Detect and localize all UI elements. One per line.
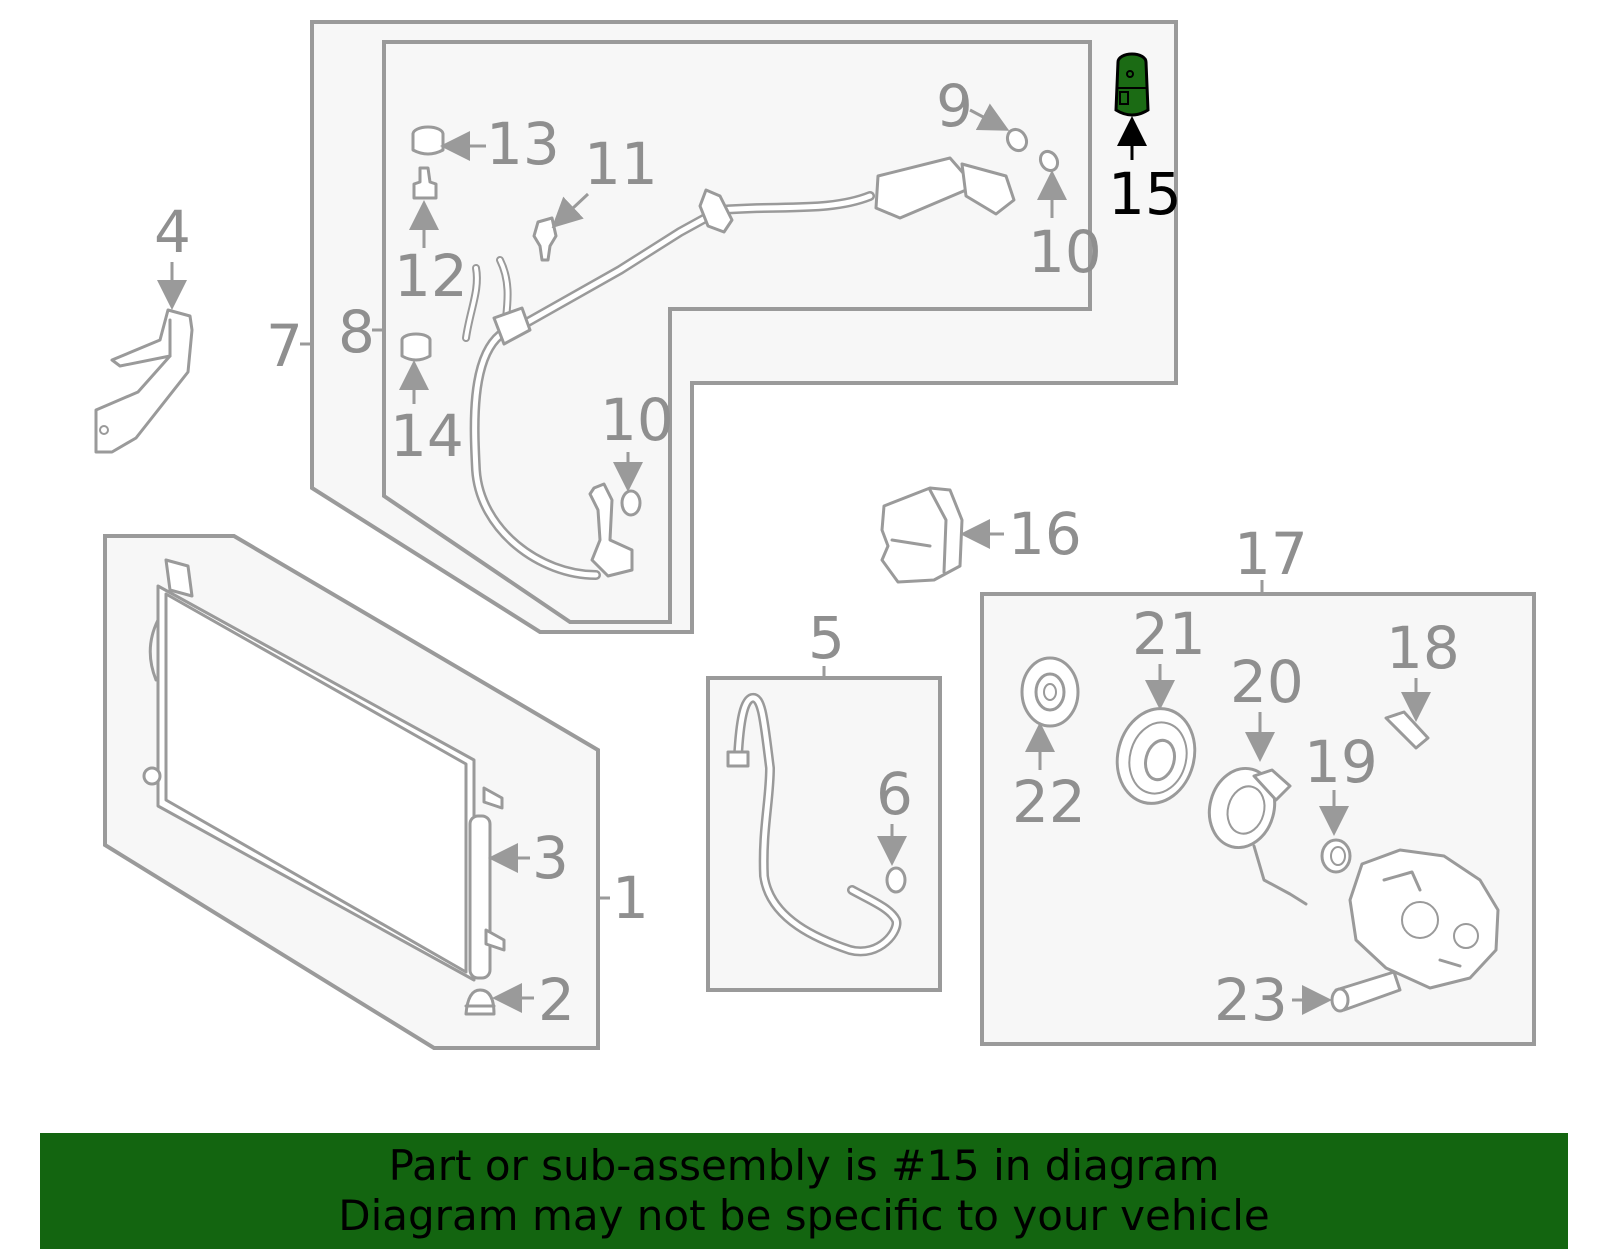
callout-14: 14 — [390, 402, 464, 470]
callout-10-upper: 10 — [1028, 218, 1102, 286]
pulley-21 — [1115, 707, 1197, 805]
callout-13: 13 — [486, 110, 560, 178]
plate-22 — [1020, 656, 1080, 728]
callout-19: 19 — [1304, 728, 1378, 796]
info-banner: Part or sub-assembly is #15 in diagram D… — [40, 1133, 1568, 1249]
callout-15: 15 — [1108, 160, 1182, 228]
callout-16: 16 — [1008, 500, 1082, 568]
callout-3: 3 — [532, 824, 569, 892]
callout-7: 7 — [266, 312, 303, 380]
callout-10-lower: 10 — [600, 386, 674, 454]
cap-2 — [464, 988, 496, 1016]
callout-8: 8 — [338, 298, 375, 366]
o-ring-9 — [1005, 127, 1029, 153]
callout-1: 1 — [612, 864, 649, 932]
coil-20 — [1207, 766, 1308, 906]
highlighted-part-15 — [1114, 52, 1150, 117]
hose-5 — [726, 693, 902, 957]
bearing-19 — [1320, 838, 1352, 874]
callout-18: 18 — [1386, 614, 1460, 682]
callout-5: 5 — [808, 604, 845, 672]
o-ring-6 — [885, 866, 907, 894]
callout-17: 17 — [1234, 520, 1308, 588]
callout-6: 6 — [876, 760, 913, 828]
compressor-body — [1348, 848, 1500, 990]
callout-11: 11 — [584, 130, 658, 198]
cap-14 — [400, 332, 432, 362]
callout-21: 21 — [1132, 600, 1206, 668]
leader-11 — [551, 192, 590, 229]
banner-line-2: Diagram may not be specific to your vehi… — [338, 1191, 1270, 1240]
cover-16 — [880, 486, 964, 584]
valve-12 — [412, 166, 438, 200]
receiver-drier-3 — [468, 786, 506, 980]
hose-assembly-8 — [462, 156, 1016, 580]
banner-line-1: Part or sub-assembly is #15 in diagram — [388, 1141, 1220, 1190]
callout-12: 12 — [394, 242, 468, 310]
callout-4: 4 — [154, 198, 191, 266]
shim-18 — [1384, 710, 1430, 750]
leader-9 — [969, 103, 1010, 131]
callout-9: 9 — [936, 72, 973, 140]
callout-23: 23 — [1214, 966, 1288, 1034]
callout-2: 2 — [538, 966, 575, 1034]
cap-13 — [411, 125, 445, 156]
bracket-part — [94, 308, 194, 454]
callout-20: 20 — [1230, 648, 1304, 716]
o-ring-10-lower — [620, 489, 642, 517]
condenser-1 — [142, 558, 476, 982]
o-ring-10-upper — [1038, 149, 1060, 173]
callout-22: 22 — [1012, 768, 1086, 836]
relief-valve-23 — [1330, 970, 1402, 1013]
